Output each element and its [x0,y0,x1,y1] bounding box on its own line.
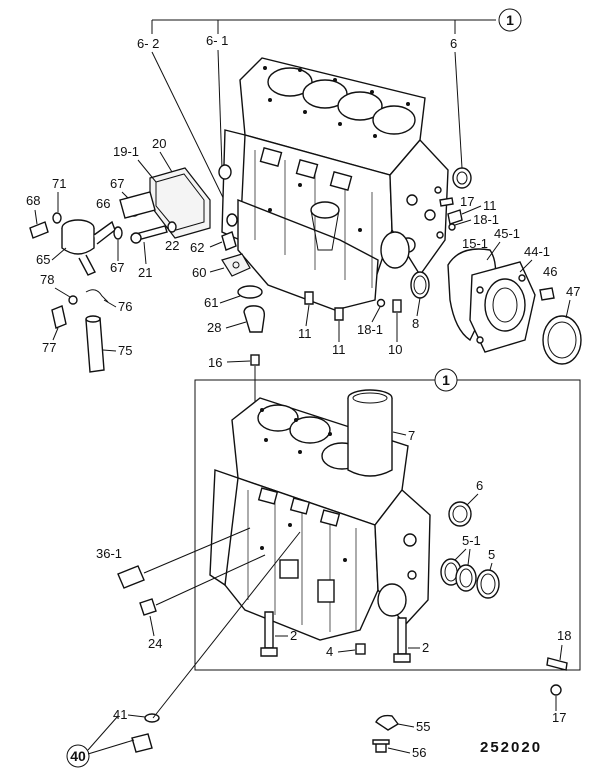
hose-66 [119,191,156,219]
callout-65: 65 [36,252,50,267]
callout-7: 7 [408,428,415,443]
callout-2-a: 2 [290,628,297,643]
callout-19-1: 19-1 [113,144,139,159]
callout-75: 75 [118,343,132,358]
plug-10 [392,299,402,313]
top-group-bracket [151,8,522,34]
plug-6-2 [226,213,238,227]
pin-4 [355,643,366,655]
callout-55: 55 [416,719,430,734]
callout-11-top: 11 [483,198,497,213]
cover-60 [221,253,251,277]
callout-56: 56 [412,745,426,760]
clip-76 [85,289,109,303]
washer-78 [68,295,78,305]
stud-11-b [334,307,344,321]
washer-41 [144,713,160,723]
washer-71 [52,212,62,224]
stud-11-a [304,291,314,305]
pipe-75 [85,317,105,373]
callout-17-top: 17 [460,194,474,209]
callout-16: 16 [208,355,222,370]
callout-67-b: 67 [110,260,124,275]
stud-11-top [447,209,463,225]
bolt-17-top [439,197,454,207]
washer-22 [167,221,177,233]
callout-15-1: 15-1 [462,236,488,251]
lower-group-frame [194,379,581,671]
lower-cylinder-block [209,397,431,641]
pin-18-1-lower [376,298,386,308]
top-cylinder-block [221,57,449,311]
callout-5-1: 5-1 [462,533,481,548]
fitting-62 [221,231,237,251]
bolt-68 [29,221,49,239]
callout-17: 17 [552,710,566,725]
callout-47: 47 [566,284,580,299]
callout-21: 21 [138,265,152,280]
callout-24: 24 [148,636,162,651]
callout-62: 62 [190,240,204,255]
fitting-77 [51,305,67,329]
oil-seal-47 [542,315,582,365]
callout-11-b: 11 [332,342,346,357]
callout-8: 8 [412,316,419,331]
callout-1-mid: 1 [442,372,450,388]
callout-46: 46 [543,264,557,279]
leader-6-1 [217,49,223,169]
callout-68: 68 [26,193,40,208]
callout-6-2: 6- 2 [137,36,159,51]
callout-28: 28 [207,320,221,335]
drain-24 [139,598,157,616]
callout-76: 76 [118,299,132,314]
callout-6-1: 6- 1 [206,33,228,48]
figure-number: 252020 [480,739,542,756]
clamp-67-b [113,226,123,240]
plug-6-1 [218,164,232,180]
elbow-55 [375,714,400,731]
callout-61: 61 [204,295,218,310]
leader-6 [454,51,463,169]
ring-5-1-b [455,564,477,592]
callout-6-top: 6 [450,36,457,51]
callout-36-1: 36-1 [96,546,122,561]
callout-10: 10 [388,342,402,357]
callout-66: 66 [96,196,110,211]
breather-65 [61,219,116,276]
seal-6-mid [448,501,472,527]
bolt-2-a [264,611,274,649]
callout-18: 18 [557,628,571,643]
plug-16 [250,354,260,366]
callout-1-top: 1 [506,12,514,28]
sender-36-1 [117,565,145,589]
bolt-46 [539,287,555,301]
callout-60: 60 [192,265,206,280]
callout-45-1: 45-1 [494,226,520,241]
callout-22: 22 [165,238,179,253]
callout-18-1-lower: 18-1 [357,322,383,337]
callout-18-1-top: 18-1 [473,212,499,227]
callout-77: 77 [42,340,56,355]
callout-2-b: 2 [422,640,429,655]
plug-28 [243,305,266,333]
callout-40: 40 [70,748,86,764]
pin-18 [546,657,568,671]
seal-6-top [452,167,472,189]
callout-20: 20 [152,136,166,151]
callout-5: 5 [488,547,495,562]
callout-4: 4 [326,644,333,659]
callout-6-mid: 6 [476,478,483,493]
o-ring-61 [237,285,263,299]
plug-17 [550,684,562,696]
callout-78: 78 [40,272,54,287]
leader-6-2 [151,51,233,217]
callout-44-1: 44-1 [524,244,550,259]
bolt-2-b [397,617,407,655]
callout-67-a: 67 [110,176,124,191]
callout-11-a: 11 [298,326,312,341]
callout-71: 71 [52,176,66,191]
fitting-40 [131,733,153,753]
cylinder-liner-7 [347,389,393,477]
